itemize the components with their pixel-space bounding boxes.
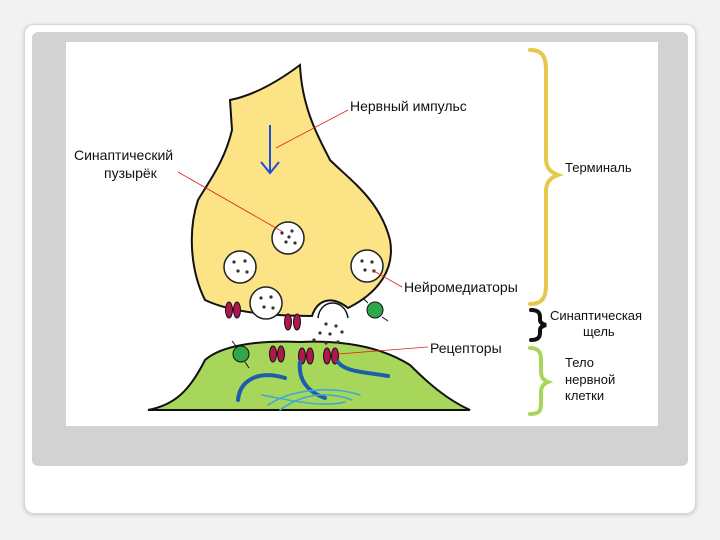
label-terminal: Терминаль [565, 160, 632, 175]
vesicle-top [271, 221, 305, 255]
label-body-3: клетки [565, 388, 604, 403]
presynaptic-receptor-mid [284, 313, 301, 331]
label-vesicle-1: Синаптический [74, 147, 173, 163]
label-body-2: нервной [565, 372, 615, 387]
label-vesicle-2: пузырёк [104, 165, 158, 181]
cell-fibers [236, 360, 390, 411]
green-molecule-bottom [231, 340, 250, 369]
label-impulse: Нервный импульс [350, 98, 467, 114]
pointer-lines [177, 109, 429, 355]
presynaptic-receptor-left [225, 301, 241, 319]
label-body-1: Тело [565, 355, 594, 370]
label-receptors: Рецепторы [430, 340, 502, 356]
terminal-brace [528, 48, 564, 306]
cell-body-brace [528, 346, 554, 416]
postsynaptic-receptors [269, 345, 339, 365]
label-neuromediators: Нейромедиаторы [404, 279, 518, 295]
vesicle-bottom [249, 286, 283, 320]
cleft-brace [529, 308, 547, 342]
cell-body [147, 340, 471, 411]
release-site [317, 302, 349, 319]
label-cleft-2: щель [583, 324, 615, 339]
green-molecule-top [363, 298, 389, 322]
neurotransmitter-dots [312, 322, 344, 345]
impulse-arrow-icon [260, 125, 280, 175]
vesicle-left [223, 250, 257, 284]
label-cleft-1: Синаптическая [550, 308, 642, 323]
vesicle-right [350, 249, 384, 283]
